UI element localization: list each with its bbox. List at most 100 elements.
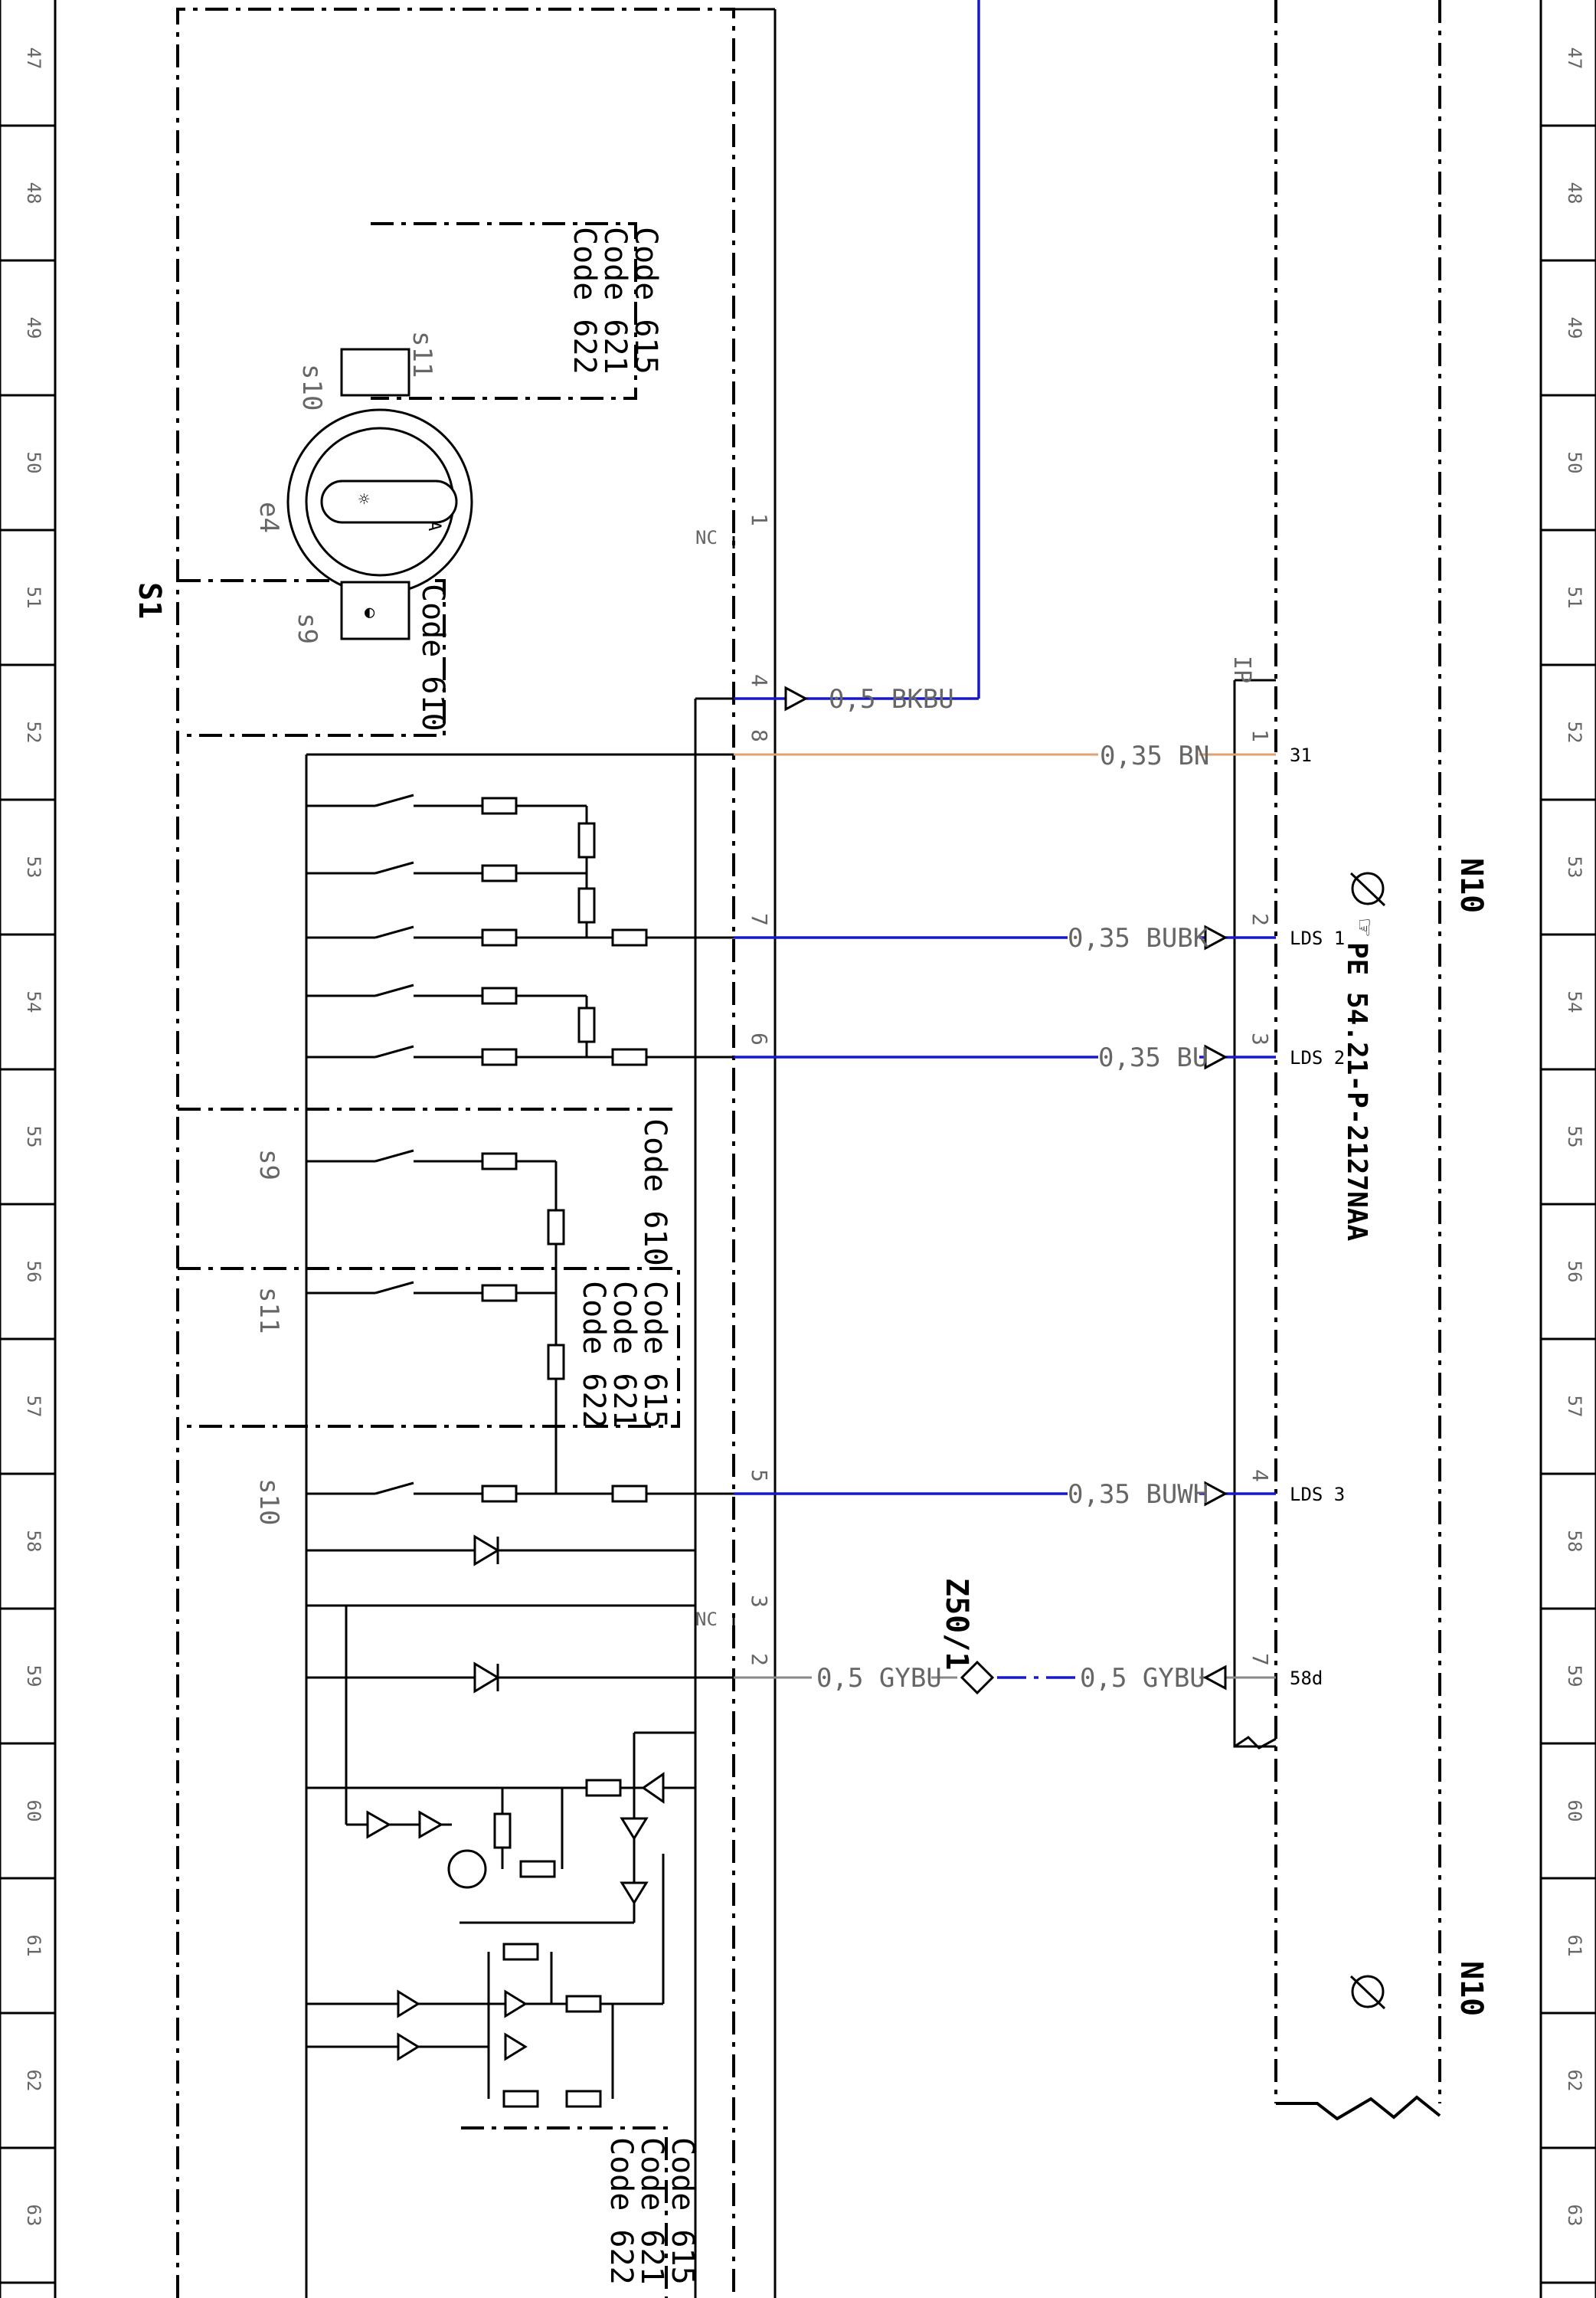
switch-branch-5	[306, 1045, 734, 1066]
code-615-621-622-upper-frame	[371, 222, 637, 400]
grid-number: 59	[1564, 1665, 1585, 1687]
wire-pin4: 4 0,5 BKBU	[695, 0, 980, 715]
code-621-mid: Code 621	[607, 1281, 642, 1429]
s1-frame	[176, 8, 735, 2298]
ip-connector-body	[1233, 679, 1276, 1748]
reference-label: PE 54.21-P-2127NAA	[1341, 942, 1372, 1241]
wire-pin2-label2: 0,5 GYBU	[1080, 1663, 1205, 1694]
s11-label: s11	[253, 1287, 284, 1334]
grid-number: 48	[23, 182, 44, 205]
code-615-bottom: Code 615	[665, 2137, 700, 2285]
grid-number: 53	[1564, 856, 1585, 879]
grid-number: 57	[1564, 1396, 1585, 1418]
code-622-top: Code 622	[567, 227, 602, 375]
code-622-bottom: Code 622	[603, 2137, 639, 2285]
grid-number: 50	[1564, 452, 1585, 474]
beam-icon: ◐	[365, 603, 375, 622]
wire-pin2-target-pin: 7	[1248, 1653, 1273, 1666]
n10-frame	[1274, 0, 1441, 2103]
grid-number: 51	[23, 587, 44, 609]
wire-pin5-target: LDS 3	[1290, 1484, 1345, 1505]
ground-symbol-top	[1349, 872, 1386, 907]
nc-label-3: NC	[695, 1609, 718, 1630]
switch-branch-4	[306, 984, 596, 1057]
auto-icon: A	[424, 521, 443, 531]
grid-number: 60	[1564, 1800, 1585, 1822]
wire-pin8-number: 8	[747, 729, 772, 742]
hand-pointer-icon: ☞	[1349, 919, 1380, 936]
pin-nc-1: NC 1	[695, 513, 772, 548]
wire-pin7-label: 0,35 BUBK	[1068, 923, 1209, 954]
wire-pin5: 5 0,35 BUWH 4 LDS 3	[734, 1469, 1345, 1510]
z50-label: Z50/1	[939, 1578, 974, 1670]
wire-pin4-number: 4	[747, 674, 772, 687]
switch-ref: S1	[132, 582, 167, 619]
wire-pin8-target-pin: 1	[1248, 729, 1273, 742]
grid-number: 48	[1564, 182, 1585, 205]
grid-number: 55	[23, 1126, 44, 1148]
grid-number: 49	[23, 317, 44, 339]
grid-number: 56	[1564, 1261, 1585, 1283]
code-621-top: Code 621	[597, 227, 633, 375]
grid-number: 54	[1564, 991, 1585, 1013]
wire-pin7-target: LDS 1	[1290, 928, 1345, 949]
wire-pin5-label: 0,35 BUWH	[1068, 1479, 1208, 1510]
switch-branch-3	[306, 925, 734, 947]
wire-pin4-label: 0,5 BKBU	[829, 684, 954, 715]
grid-number: 47	[1564, 47, 1585, 70]
grid-number: 56	[23, 1261, 44, 1283]
wire-pin2-number: 2	[747, 1653, 772, 1666]
code-615-mid: Code 615	[637, 1281, 672, 1429]
lower-diode-network	[306, 1854, 665, 2108]
wire-pin7: 7 0,35 BUBK 2 LDS 1	[734, 913, 1345, 954]
grid-number: 62	[1564, 2070, 1585, 2092]
wire-pin8-label: 0,35 BN	[1100, 741, 1209, 771]
switch-branch-s11	[306, 1281, 565, 1380]
wire-pin6-target: LDS 2	[1290, 1047, 1345, 1069]
grid-ticks	[0, 124, 1596, 2284]
wire-pin2: 2 0,5 GYBU 0,5 GYBU 7 58d	[734, 1653, 1323, 1695]
nc-label-1: NC	[695, 527, 718, 548]
grid-number: 58	[1564, 1530, 1585, 1553]
grid-border-left	[0, 0, 57, 2298]
pin-nc-3: NC 3	[695, 1595, 772, 1630]
wire-pin6: 6 0,35 BU 3 LDS 2	[734, 1033, 1345, 1073]
code-615-top: Code 615	[628, 227, 663, 375]
zener-diode-1	[306, 1534, 695, 1566]
grid-number: 60	[23, 1800, 44, 1822]
grid-number: 54	[23, 991, 44, 1013]
grid-number: 61	[23, 1935, 44, 1957]
ip-break	[1234, 1736, 1277, 1750]
ip-label: IP	[1228, 656, 1255, 683]
wire-pin8-target: 31	[1290, 745, 1312, 766]
grid-number: 63	[1564, 2205, 1585, 2227]
grid-number: 52	[23, 722, 44, 744]
n10-label-bottom: N10	[1454, 1961, 1489, 2016]
wire-pin5-number: 5	[747, 1469, 772, 1482]
s1-top-block	[178, 579, 446, 737]
grid-number: 58	[23, 1530, 44, 1553]
wire-pin6-label: 0,35 BU	[1098, 1043, 1208, 1073]
wire-pin2-target: 58d	[1290, 1668, 1323, 1689]
light-icon: ☼	[358, 489, 369, 510]
wire-pin5-target-pin: 4	[1248, 1469, 1273, 1482]
grid-number: 59	[23, 1665, 44, 1687]
s9-label: s9	[253, 1149, 284, 1180]
code-621-bottom: Code 621	[634, 2137, 669, 2285]
ground-symbol-bottom	[1349, 1975, 1386, 2010]
grid-number: 62	[23, 2070, 44, 2092]
wire-pin6-target-pin: 3	[1248, 1033, 1273, 1046]
grid-number: 55	[1564, 1126, 1585, 1148]
switch-branch-1	[306, 794, 596, 889]
pin-3-label: 3	[747, 1595, 772, 1608]
s9-rotary-label: s9	[292, 613, 322, 644]
wire-pin7-number: 7	[747, 913, 772, 926]
wire-pin7-target-pin: 2	[1248, 913, 1273, 926]
grid-number: 47	[23, 47, 44, 70]
rotary-label: e4	[253, 502, 284, 533]
rotary-light-switch: ☼ A ◐	[286, 348, 473, 640]
switch-branch-2	[306, 861, 596, 938]
n10-label-top: N10	[1454, 858, 1489, 913]
